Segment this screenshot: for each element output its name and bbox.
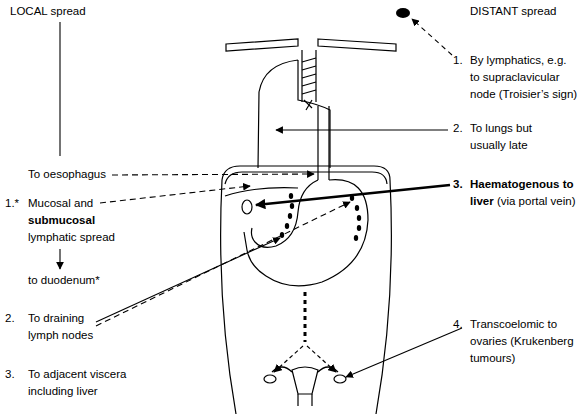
callout-number: 1. xyxy=(453,52,471,69)
lymph-node xyxy=(357,215,361,221)
abdomen-wall xyxy=(376,180,391,414)
callout-number: 4. xyxy=(453,316,471,333)
annotation-text: submucosal xyxy=(28,212,138,229)
lymph-node xyxy=(285,223,289,229)
callout-number: 2. xyxy=(5,310,25,327)
transcoelomic-path xyxy=(304,292,307,342)
fallopian-tube xyxy=(272,367,338,372)
lymph-node xyxy=(357,225,361,231)
transcoelomic-arrow xyxy=(307,346,336,372)
annotation-text: lymphatic spread xyxy=(28,229,138,246)
annotation-text: By lymphatics, e.g. to supraclavicular n… xyxy=(470,52,578,103)
clavicle xyxy=(226,39,298,51)
annotation-text: Transcoelomic to ovaries (Krukenberg tum… xyxy=(470,316,578,367)
clavicle xyxy=(318,39,396,51)
liver-edge xyxy=(225,188,298,196)
annotation-text: to duodenum* xyxy=(28,272,138,289)
oesophagus xyxy=(318,106,329,180)
leader-line xyxy=(59,22,60,156)
leader-arrow xyxy=(112,174,314,175)
ovary xyxy=(334,375,346,383)
uterus xyxy=(292,367,318,394)
leader-arrow xyxy=(96,238,280,322)
gallbladder xyxy=(242,200,252,214)
lymph-node xyxy=(290,203,294,209)
annotation-text: (via portal vein) xyxy=(497,195,576,207)
section-heading: DISTANT spread xyxy=(470,3,578,20)
leader-arrow xyxy=(276,129,448,130)
callout-number: 3. xyxy=(5,366,25,383)
leader-arrow xyxy=(96,202,350,326)
lymph-node xyxy=(355,205,359,211)
leader-arrow xyxy=(346,328,462,377)
lymph-node xyxy=(280,232,284,238)
supraclavicular-node xyxy=(396,8,410,18)
stomach-lesser-curve xyxy=(251,180,318,247)
annotation-text: To oesophagus xyxy=(28,166,128,183)
leader-arrow xyxy=(256,185,450,205)
annotation-text: To adjacent viscera including liver xyxy=(28,366,128,400)
transcoelomic-arrow xyxy=(274,346,303,372)
leader-arrow xyxy=(59,249,60,269)
callout-number: 3. xyxy=(453,176,471,193)
annotation-text: Mucosal and xyxy=(28,195,138,212)
lung-outline xyxy=(258,60,330,168)
section-heading: LOCAL spread xyxy=(10,3,130,20)
diaphragm xyxy=(222,166,390,180)
abdomen-wall xyxy=(221,180,236,414)
annotation-text: To draining lymph nodes xyxy=(28,310,100,344)
lymph-node xyxy=(354,235,358,241)
callout-number: 2. xyxy=(453,120,471,137)
callout-number: 1.* xyxy=(5,195,29,212)
leader-arrow xyxy=(100,186,250,203)
vagina xyxy=(298,394,312,406)
lymph-node xyxy=(289,193,293,199)
annotation-text: To lungs but usually late xyxy=(470,120,542,154)
lymph-node xyxy=(288,213,292,219)
annotation-group: Haematogenous to liver (via portal vein) xyxy=(470,176,578,210)
ovary xyxy=(264,375,276,383)
leader-arrow xyxy=(412,19,452,55)
